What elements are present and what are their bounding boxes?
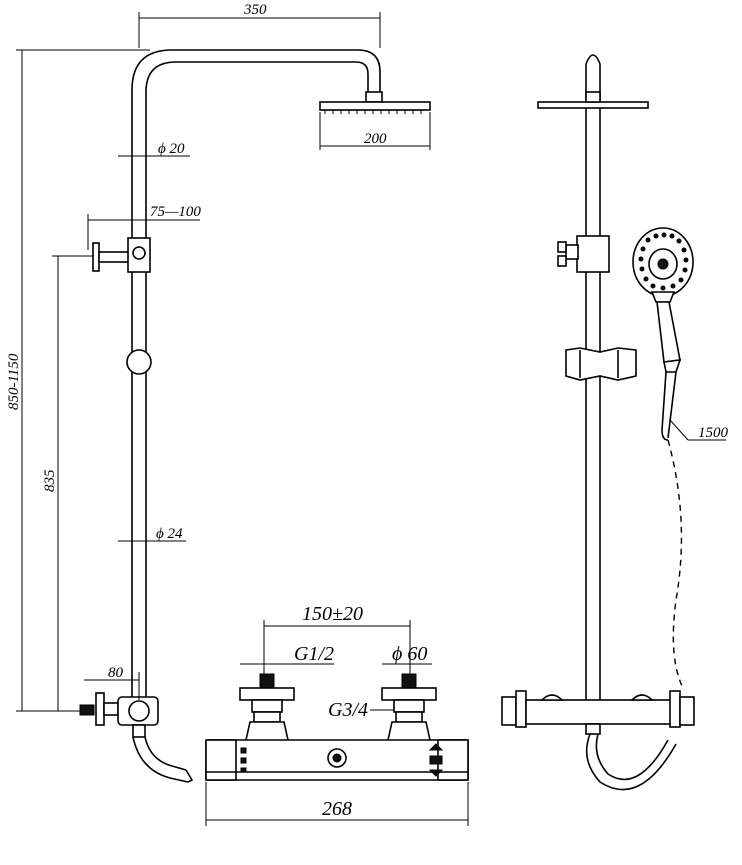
front-riser-top (585, 54, 601, 90)
mixer-plan-view: 150±20 G1/2 ϕ 60 G3/4 268 (205, 603, 469, 826)
dim-head-width-label: 200 (364, 131, 387, 147)
dim-centers-label: 150±20 (302, 603, 363, 625)
dim-wall-offset-label: 80 (108, 665, 124, 681)
dim-hose-length: 1500 (669, 419, 729, 441)
dim-mixer-width: 268 (205, 782, 469, 826)
dim-outlet-height-label: 835 (42, 469, 58, 492)
left-inlet (239, 673, 295, 747)
dim-bracket-offset-label: 75—100 (150, 204, 201, 220)
dim-centers: 150±20 (263, 603, 411, 674)
dim-upper-dia: ϕ 20 (118, 141, 190, 157)
shower-head-side (319, 101, 431, 111)
dim-lower-dia-label: ϕ 24 (156, 526, 183, 542)
dim-outlet-thread-label: G3/4 (328, 699, 368, 721)
dim-mixer-width-label: 268 (322, 798, 352, 820)
dim-inlet-thread: G1/2 (240, 643, 334, 665)
hose (661, 371, 669, 441)
side-view: 350 200 ϕ 20 75—100 850-1150 (6, 2, 431, 783)
dim-total-height-label: 850-1150 (6, 353, 22, 410)
dim-inlet-thread-label: G1/2 (294, 643, 334, 665)
dim-arm-length-label: 350 (243, 2, 267, 18)
dim-upper-dia-label: ϕ 20 (158, 141, 185, 157)
handset-holder (565, 347, 637, 381)
dim-outlet-thread: G3/4 (328, 699, 394, 721)
dim-arm-length: 350 (138, 2, 381, 48)
hand-shower (632, 227, 694, 373)
dim-flange-dia: ϕ 60 (382, 643, 432, 665)
head-nozzles (324, 110, 422, 114)
dim-lower-dia: ϕ 24 (118, 526, 186, 542)
riser-pipe-inner (145, 61, 369, 705)
dim-total-height: 850-1150 (6, 49, 150, 712)
hose-dashed (667, 439, 685, 691)
mixer-front (501, 690, 695, 791)
pipe-joint (126, 349, 152, 375)
head-connector (365, 91, 383, 103)
wall-bracket (92, 237, 151, 273)
dim-wall-offset: 80 (84, 665, 140, 700)
dim-outlet-height: 835 (42, 255, 94, 711)
mixer-side (79, 692, 194, 783)
front-diverter (557, 235, 610, 273)
dim-hose-length-label: 1500 (698, 425, 729, 441)
riser-pipe-outer (131, 49, 381, 705)
dim-bracket-offset: 75—100 (87, 204, 201, 250)
shower-head-front (537, 101, 649, 109)
dim-head-width: 200 (319, 112, 431, 150)
dim-flange-dia-label: ϕ 60 (392, 643, 427, 665)
front-view: 1500 (501, 54, 729, 791)
